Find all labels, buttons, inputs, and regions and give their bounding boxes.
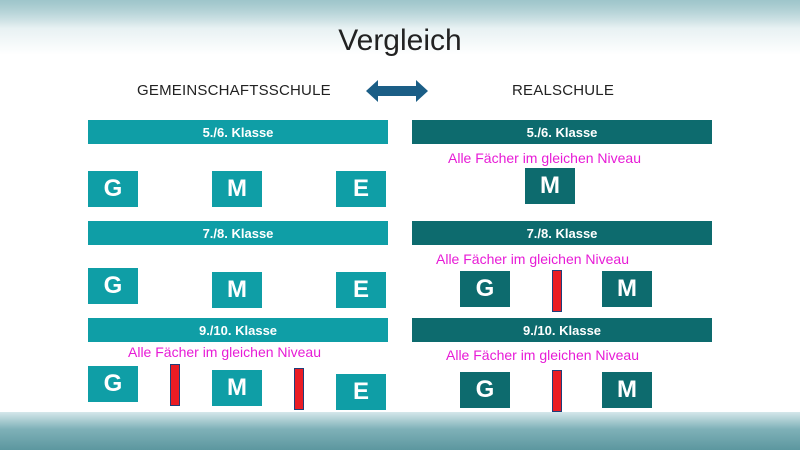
top-gradient-band <box>0 0 800 28</box>
left-grade-7-8-bar: 7./8. Klasse <box>88 221 388 245</box>
left-9-10-niveau-note: Alle Fächer im gleichen Niveau <box>128 344 321 360</box>
right-grade-9-10-bar: 9./10. Klasse <box>412 318 712 342</box>
left-column-heading: GEMEINSCHAFTSSCHULE <box>137 82 331 99</box>
right-5-6-level-m: M <box>525 168 575 204</box>
left-9-10-divider-2 <box>294 368 304 410</box>
right-5-6-niveau-note: Alle Fächer im gleichen Niveau <box>448 150 641 166</box>
left-7-8-level-g: G <box>88 268 138 304</box>
right-9-10-niveau-note: Alle Fächer im gleichen Niveau <box>446 347 639 363</box>
bottom-gradient-band <box>0 412 800 450</box>
left-7-8-level-e: E <box>336 272 386 308</box>
right-9-10-level-m: M <box>602 372 652 408</box>
left-5-6-level-m: M <box>212 171 262 207</box>
left-grade-5-6-bar: 5./6. Klasse <box>88 120 388 144</box>
left-5-6-level-e: E <box>336 171 386 207</box>
left-7-8-level-m: M <box>212 272 262 308</box>
right-7-8-level-m: M <box>602 271 652 307</box>
left-9-10-level-g: G <box>88 366 138 402</box>
slide-title: Vergleich <box>338 24 462 57</box>
right-7-8-niveau-note: Alle Fächer im gleichen Niveau <box>436 251 629 267</box>
right-7-8-level-g: G <box>460 271 510 307</box>
right-grade-7-8-bar: 7./8. Klasse <box>412 221 712 245</box>
right-column-heading: REALSCHULE <box>512 82 615 99</box>
right-7-8-divider <box>552 270 562 312</box>
right-9-10-divider <box>552 370 562 412</box>
right-9-10-level-g: G <box>460 372 510 408</box>
left-9-10-level-e: E <box>336 374 386 410</box>
double-arrow-icon <box>366 80 428 102</box>
right-grade-5-6-bar: 5./6. Klasse <box>412 120 712 144</box>
left-9-10-divider-1 <box>170 364 180 406</box>
left-grade-9-10-bar: 9./10. Klasse <box>88 318 388 342</box>
left-9-10-level-m: M <box>212 370 262 406</box>
left-5-6-level-g: G <box>88 171 138 207</box>
